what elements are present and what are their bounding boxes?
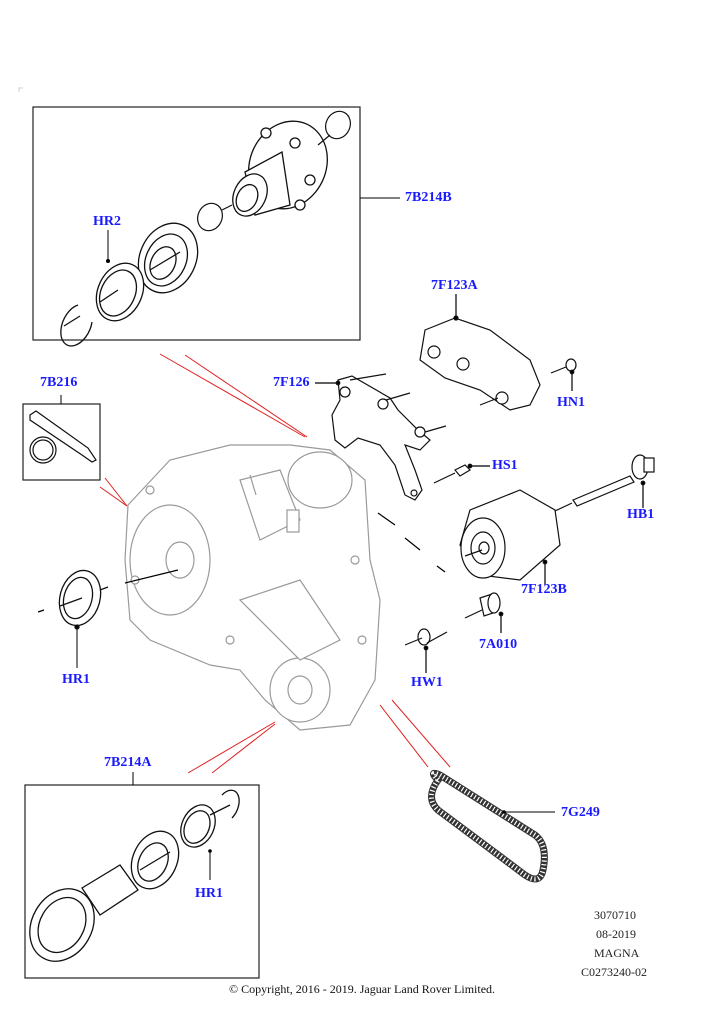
bearing: [137, 222, 199, 294]
bearing-cup-mid: [197, 202, 233, 232]
callout-7F123A[interactable]: 7F123A: [431, 278, 478, 293]
illustration-date: 08-2019: [596, 927, 636, 941]
callout-7B214B[interactable]: 7B214B: [405, 190, 452, 205]
copyright-notice: © Copyright, 2016 - 2019. Jaguar Land Ro…: [228, 982, 496, 996]
part-code: C0273240-02: [581, 965, 647, 979]
callout-HW1[interactable]: HW1: [411, 675, 443, 690]
corner-mark: [18, 87, 23, 92]
sleeve-7A010: [464, 592, 504, 633]
supplier-name: MAGNA: [594, 946, 640, 960]
callout-7A010[interactable]: 7A010: [479, 637, 518, 652]
chain-7G249: [428, 769, 555, 883]
snap-ring: [60, 304, 93, 347]
callout-HR1-bottom[interactable]: HR1: [195, 886, 223, 901]
bearing-cup-top: [317, 110, 351, 146]
callout-HR1-left[interactable]: HR1: [62, 672, 90, 687]
inset-box-7B216: [22, 395, 101, 481]
bolt-hb1: [554, 454, 655, 512]
bracket-7F126: [315, 373, 447, 501]
mount-7F123A: [419, 294, 541, 411]
callout-7F126[interactable]: 7F126: [273, 375, 310, 390]
washer-hw1: [404, 628, 448, 673]
seal-hr1-left: [58, 569, 109, 668]
nut-hn1: [550, 358, 577, 391]
inset-box-7B214A: [24, 772, 260, 979]
stud-hs1: [433, 463, 490, 484]
sealant-tube: [29, 410, 97, 464]
bushing-7F123B: [459, 489, 561, 585]
axis-lines: [37, 512, 446, 613]
callout-7B214A[interactable]: 7B214A: [104, 755, 152, 770]
callout-HR2[interactable]: HR2: [93, 214, 121, 229]
seal-hr2: [95, 262, 145, 322]
callout-HN1[interactable]: HN1: [557, 395, 585, 410]
callout-7B216[interactable]: 7B216: [40, 375, 78, 390]
reference-lines: [99, 353, 451, 774]
callout-HB1[interactable]: HB1: [627, 507, 655, 522]
transfer-case-housing: [124, 444, 381, 731]
inset-box-7B214B: [32, 106, 400, 347]
callout-HS1[interactable]: HS1: [492, 458, 518, 473]
callout-7F123B[interactable]: 7F123B: [521, 582, 567, 597]
callout-7G249[interactable]: 7G249: [561, 805, 600, 820]
illustration-number: 3070710: [594, 908, 636, 922]
output-flange-rear: [232, 120, 328, 217]
